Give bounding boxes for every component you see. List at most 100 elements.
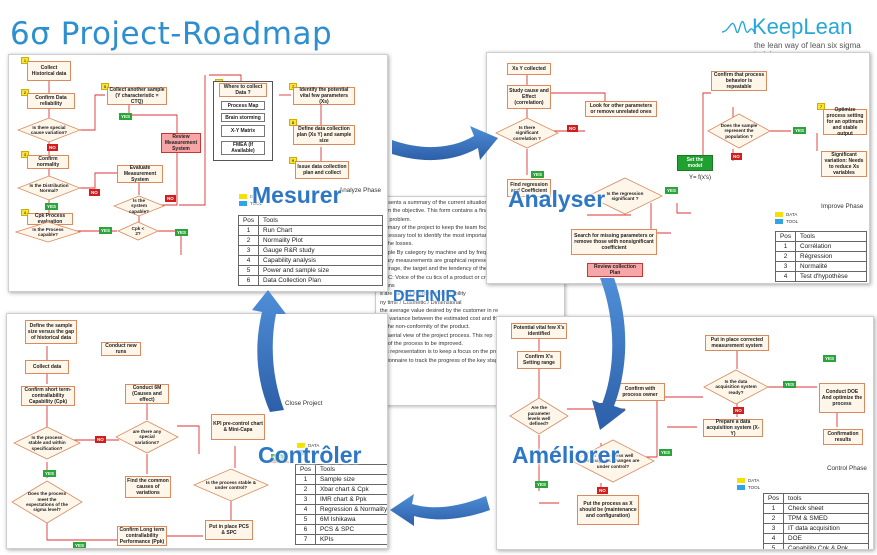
process-managed-decision: Is the process well managed & changes ar… [571,439,655,483]
define-sample-size-box: Define the sample size versus the gap of… [25,320,77,344]
tool-pos-cell: 3 [237,245,260,256]
tool-pos-cell: 6 [237,275,260,286]
sample-represents-decision: Does the sample represent the population… [707,113,771,149]
tool-name-cell: 6M Ishikawa [315,514,387,525]
data-acquisition-decision: Is the data acquisition system ready? [703,369,769,405]
tool-name-cell: Data Collection Plan [258,275,383,286]
analyze-phase-label: Analyze Phase [339,187,382,194]
yes-tag: YES [99,227,113,234]
yes-tag: YES [535,481,549,488]
confirm-setting-range-box: Confirm X's Setting range [517,351,561,369]
collect-another-sample-box: Collect another sample (Y characteristic… [107,87,167,105]
ameliorer-label: Améliorer [512,442,620,468]
confirm-process-owner-box: Confirm with process owner [615,383,665,401]
analyser-panel: Xs Y collected Study cause and Effect (c… [486,52,870,284]
sigma-level-decision: Does the process meet the expectations o… [11,480,83,524]
tool-pos-cell: 4 [294,504,317,515]
table-header: Pos [762,493,785,504]
step-number-4: 4 [21,209,29,216]
xs-y-collected-box: Xs Y collected [507,63,551,75]
review-measurement-system-box: Review Measurement System [161,133,201,153]
tool-name-cell: Normality Plot [258,235,383,246]
optimize-process-box: Optimize process setting for an optimum … [823,107,867,137]
pcs-spc-box: Put in place PCS & SPC [205,520,253,540]
close-project-label: Close Project [285,400,323,407]
tool-name-cell: Test d'hypothèse [795,271,867,282]
definir-text-line: the problem. [380,216,412,223]
yes-tag: YES [43,470,57,477]
step-number-9: 9 [289,157,297,164]
tool-name-cell: Check sheet [783,503,869,514]
tool-pos-cell: 1 [237,225,260,236]
confirm-normality-box: Confirm normality [27,155,69,169]
no-tag: NO [595,403,606,410]
keeplean-wave-icon [721,20,755,34]
table-header: tools [783,493,869,504]
tool-pos-cell: 1 [294,474,317,485]
set-model-box: Set the model [677,155,713,171]
table-header: Pos [774,231,797,242]
definir-text-line: nd of the process to be improved. [380,341,464,348]
prepare-acquisition-box: Prepare a data acquisition system (X-Y) [703,419,763,437]
tool-name-cell: Power and sample size [258,265,383,276]
regression-significant-decision: Is the regression significant ? [587,177,663,215]
confirm-repeatable-box: Confirm that process behavior is repeata… [711,71,767,91]
search-missing-parameters-box: Search for missing parameters or remove … [571,229,657,255]
definir-text-line: the variance between the estimated cost … [380,316,498,323]
definir-text-line: VOC: Voice of the cu tics of a product o… [380,274,498,281]
yes-tag: YES [73,542,87,548]
find-regression-box: Find regression and Coefficient [507,179,551,197]
tool-pos-cell: 1 [774,241,797,252]
tool-pos-cell: 7 [294,534,317,545]
confirm-long-term-box: Confirm Long term contrallability Perfor… [117,526,167,546]
tool-name-cell: Run Chart [258,225,383,236]
special-variations-decision: are there any special variations? [115,420,179,454]
definir-label: DEFINIR [393,288,457,305]
step-number-5: 5 [101,83,109,90]
table-header: Pos [237,215,260,226]
tool-pos-cell: 3 [294,494,317,505]
confirmation-results-box: Confirmation results [823,429,863,445]
study-cause-effect-box: Study cause and Effect (correlation) [507,85,551,109]
definir-text-line: s are ranked in order of desirability [380,291,466,298]
no-tag: NO [567,125,578,132]
tool-name-cell: Regression & Normality [315,504,387,515]
potential-vital-few-box: Potential vital few X's identified [511,323,567,339]
collect-historical-data-box: Collect Historical data [27,61,71,81]
definir-text-line: estionnaire to track the progress of the… [380,357,498,364]
controler-connectors [46,346,289,541]
stable-within-spec-decision: Is the process stable and within specifi… [13,426,81,460]
step-number-3: 3 [21,151,29,158]
yes-tag: YES [175,229,189,236]
no-tag: NO [89,189,100,196]
yes-tag: YES [659,449,673,456]
review-collection-plan-box: Review collection Plan [587,263,643,277]
control-phase-label: Control Phase [827,465,867,472]
definir-text-line: an aerial view of the project process. T… [380,332,493,339]
tool-name-cell: Régression [795,251,867,262]
tool-pos-cell: 2 [294,484,317,495]
no-tag: NO [165,195,176,202]
tool-pos-cell: 3 [774,261,797,272]
definir-text-line: ny time / Cosmetic / Dimensional [380,299,462,306]
no-tag: NO [731,153,742,160]
mesurer-label: Mesurer [252,182,342,208]
look-other-parameters-box: Look for other parameters or remove unre… [585,101,657,117]
no-tag: NO [597,487,608,494]
parameter-levels-decision: Are the parameter levels well defined? [509,397,569,435]
